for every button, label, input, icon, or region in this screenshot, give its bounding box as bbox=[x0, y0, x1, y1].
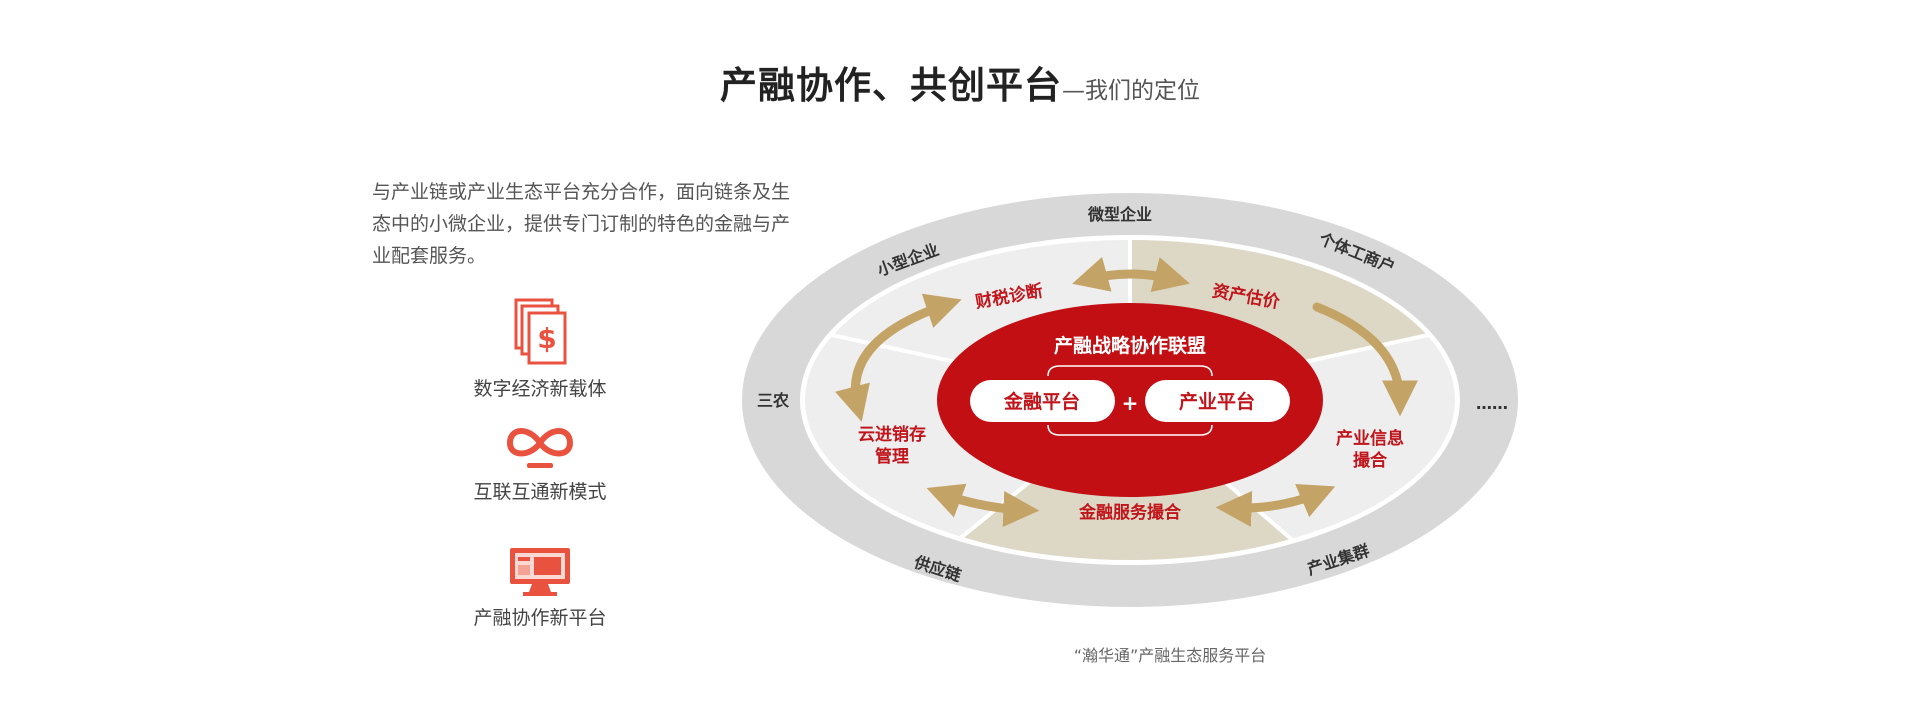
infinity-link-icon bbox=[506, 428, 574, 468]
svg-text:$: $ bbox=[537, 322, 556, 355]
page-header: 产融协作、共创平台—我们的定位 bbox=[0, 55, 1920, 109]
industry-platform-label: 产业平台 bbox=[1179, 390, 1255, 413]
finance-platform-label: 金融平台 bbox=[1003, 390, 1080, 413]
service-industry-info-line2: 撮合 bbox=[1353, 450, 1388, 471]
service-industry-info-line1: 产业信息 bbox=[1336, 428, 1404, 449]
feature-label: 产融协作新平台 bbox=[473, 607, 607, 629]
page-title: 产融协作、共创平台 bbox=[720, 64, 1062, 107]
feature-platform: 产融协作新平台 bbox=[440, 545, 640, 630]
intro-paragraph: 与产业链或产业生态平台充分合作，面向链条及生态中的小微企业，提供专门订制的特色的… bbox=[372, 181, 791, 267]
industry-platform-pill bbox=[1145, 380, 1290, 422]
core-ellipse bbox=[937, 303, 1323, 497]
service-cloud-inventory-line1: 云进销存 bbox=[858, 424, 926, 445]
cycle-arrows bbox=[835, 256, 1418, 528]
plus-sign: + bbox=[1122, 391, 1139, 415]
ecosystem-diagram: 微型企业 个体工商户 …… 产业集群 供应链 三农 小型企业 财税诊断 资产估价… bbox=[742, 193, 1518, 607]
arrow-top-right bbox=[1312, 302, 1418, 417]
feature-label: 数字经济新载体 bbox=[473, 378, 607, 400]
finance-platform-pill bbox=[970, 380, 1115, 422]
diagram-caption: “瀚华通”产融生态服务平台 bbox=[1073, 646, 1267, 665]
service-finance-matching: 金融服务撮合 bbox=[1078, 502, 1182, 523]
ring-label: 三农 bbox=[757, 391, 789, 410]
arrow-top-left bbox=[835, 293, 962, 422]
ring-label: …… bbox=[1476, 394, 1508, 413]
feature-interconnect: 互联互通新模式 bbox=[440, 423, 640, 504]
feature-digital-economy: $ 数字经济新载体 bbox=[440, 296, 640, 401]
page-subtitle: —我们的定位 bbox=[1062, 78, 1200, 104]
arrow-bottom-right bbox=[1215, 483, 1336, 527]
arrow-bottom-left bbox=[926, 483, 1040, 528]
monitor-platform-icon bbox=[510, 548, 570, 596]
core-connector-top bbox=[1047, 365, 1213, 377]
service-cloud-inventory-line2: 管理 bbox=[875, 446, 909, 467]
core-title: 产融战略协作联盟 bbox=[1054, 334, 1206, 357]
sector-bottom bbox=[860, 400, 1385, 560]
core-connector-bottom bbox=[1047, 424, 1213, 436]
ring-label: 微型企业 bbox=[1087, 205, 1152, 224]
feature-label: 互联互通新模式 bbox=[473, 481, 607, 503]
dollar-documents-icon: $ bbox=[514, 298, 567, 365]
arrow-top bbox=[1072, 256, 1190, 292]
